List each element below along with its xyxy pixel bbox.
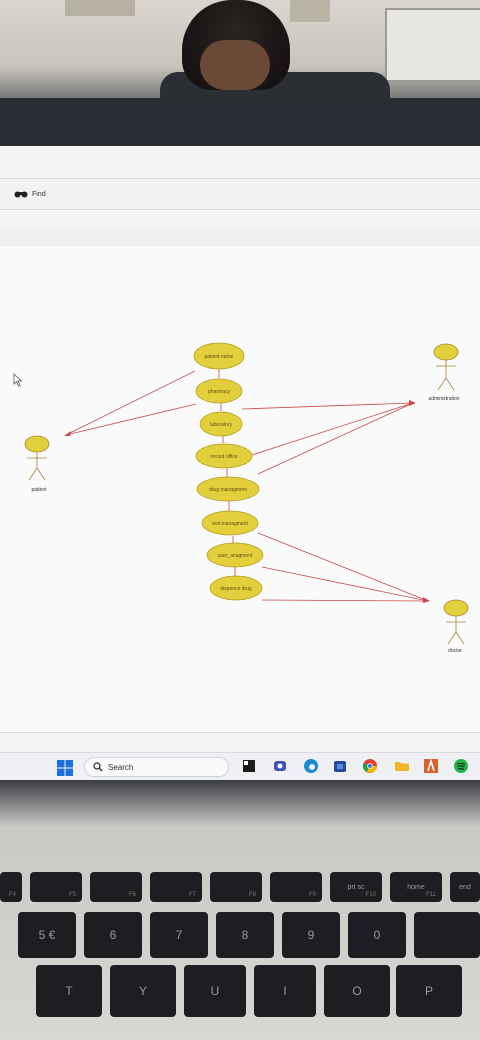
use-case-label: pharmacy <box>208 389 230 395</box>
find-button[interactable]: Find <box>14 186 46 202</box>
use-case-patient-name[interactable]: patient name <box>193 342 245 370</box>
key-5[interactable]: 5 € <box>18 912 76 958</box>
actor-patient[interactable] <box>24 435 50 481</box>
use-case-test-management[interactable]: test managment <box>201 510 259 536</box>
search-icon <box>93 762 103 772</box>
key-p[interactable]: P <box>396 965 462 1017</box>
use-case-dispense-drug[interactable]: dispence drug <box>209 575 263 601</box>
use-case-record-office[interactable]: record office <box>195 443 253 469</box>
key-0[interactable]: 0 <box>348 912 406 958</box>
association-lines <box>65 369 429 602</box>
use-case-pharmacy[interactable]: pharmacy <box>195 378 243 404</box>
key-o[interactable]: O <box>324 965 390 1017</box>
laptop-bezel <box>0 98 480 146</box>
edge-icon[interactable] <box>303 758 319 774</box>
use-case-label: test managment <box>212 521 248 527</box>
wall-picture <box>290 0 330 22</box>
use-case-label: user_anagment <box>218 553 253 559</box>
use-case-user-management[interactable]: user_anagment <box>206 542 264 568</box>
wall-whiteboard <box>385 8 480 82</box>
use-case-label: patient name <box>205 354 234 360</box>
actor-label-doctor: doctor <box>448 648 462 654</box>
use-case-label: record office <box>210 454 238 460</box>
key-u[interactable]: U <box>184 965 246 1017</box>
find-label: Find <box>32 190 46 198</box>
key-6[interactable]: 6 <box>84 912 142 958</box>
person-face <box>200 40 270 90</box>
use-case-label: drug managment <box>209 487 247 493</box>
terminal-icon[interactable] <box>241 758 257 774</box>
key-9[interactable]: 9 <box>282 912 340 958</box>
use-case-label: laboratory <box>210 422 233 428</box>
toolbar <box>0 178 480 210</box>
use-case-diagram: patient name pharmacy laboratory record … <box>13 342 469 654</box>
wall-picture <box>65 0 135 16</box>
app-icon[interactable] <box>423 758 439 774</box>
key-end[interactable]: end <box>450 872 480 902</box>
key-f5[interactable]: F5 <box>30 872 82 902</box>
use-case-label: dispence drug <box>220 586 252 592</box>
key-7[interactable]: 7 <box>150 912 208 958</box>
chrome-icon[interactable] <box>362 758 378 774</box>
key-f7[interactable]: F7 <box>150 872 202 902</box>
store-icon[interactable] <box>332 758 348 774</box>
use-case-drug-management[interactable]: drug managment <box>196 476 260 502</box>
taskbar-search[interactable]: Search <box>84 757 229 777</box>
key-f4[interactable]: F4 <box>0 872 22 902</box>
key-i[interactable]: I <box>254 965 316 1017</box>
actor-doctor[interactable] <box>443 599 469 645</box>
mouse-cursor-icon <box>13 373 23 387</box>
teams-icon[interactable] <box>272 758 288 774</box>
start-icon[interactable] <box>57 760 73 776</box>
key-t[interactable]: T <box>36 965 102 1017</box>
status-strip <box>0 732 480 753</box>
key-f6[interactable]: F6 <box>90 872 142 902</box>
folder-icon[interactable] <box>394 758 410 774</box>
actor-administration[interactable] <box>433 343 459 391</box>
actor-label-administration: administration <box>428 396 459 402</box>
key-y[interactable]: Y <box>110 965 176 1017</box>
actor-label-patient: patient <box>31 487 47 493</box>
binoculars-icon <box>14 191 28 198</box>
key-f8[interactable]: F8 <box>210 872 262 902</box>
use-case-laboratory[interactable]: laboratory <box>199 411 243 437</box>
key-8[interactable]: 8 <box>216 912 274 958</box>
search-placeholder: Search <box>108 762 134 772</box>
secondary-bar <box>0 228 480 247</box>
key-minus[interactable] <box>414 912 480 958</box>
arrow-heads <box>64 400 430 603</box>
spotify-icon[interactable] <box>453 758 469 774</box>
key-f9[interactable]: F9 <box>270 872 322 902</box>
